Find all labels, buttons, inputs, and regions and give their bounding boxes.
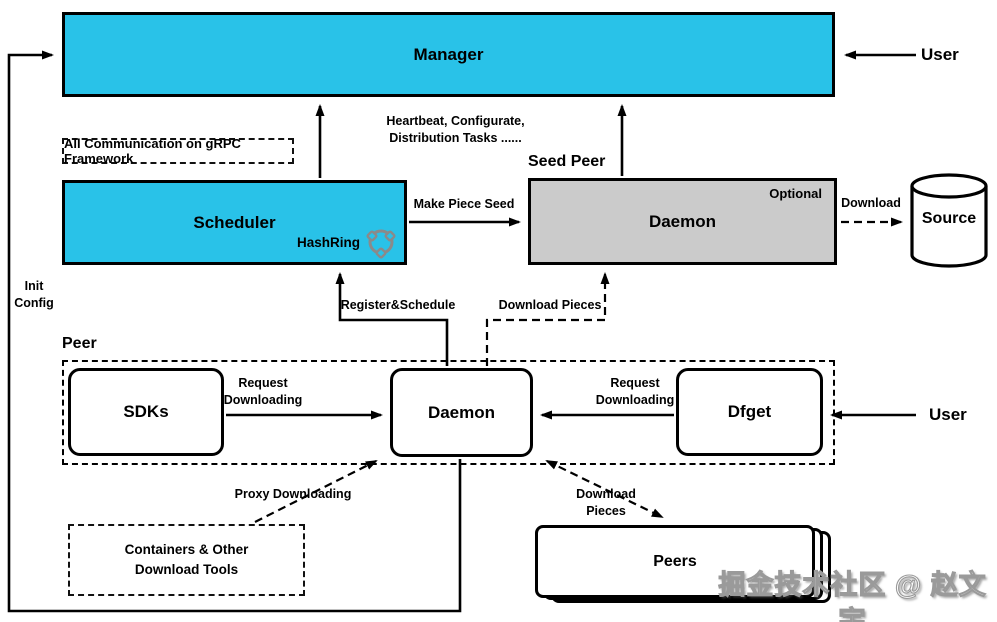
peer-daemon-node: Daemon xyxy=(390,368,533,457)
optional-label: Optional xyxy=(769,186,822,201)
user-bottom-label: User xyxy=(929,405,967,424)
request-downloading-left-edge-label: Request Downloading xyxy=(223,376,303,407)
user-top-label: User xyxy=(921,45,959,64)
sdks-label: SDKs xyxy=(123,402,169,421)
watermark: 掘金技术社区 @ 赵文宇 xyxy=(718,569,987,622)
arrow-register-schedule xyxy=(335,272,449,366)
seed-peer-daemon-node: Optional Daemon xyxy=(528,178,837,265)
grpc-note-box: All Communication on gRPC Framework xyxy=(62,136,294,166)
init-config-edge-label: Init Config xyxy=(14,279,54,310)
proxy-downloading-edge-label: Proxy Downloading xyxy=(234,487,352,501)
containers-label: Containers & Other Download Tools xyxy=(124,542,249,577)
peer-daemon-label: Daemon xyxy=(427,402,496,422)
manager-label: Manager xyxy=(413,44,484,64)
seed-daemon-label: Daemon xyxy=(648,211,717,231)
peers-label: Peers xyxy=(653,552,697,570)
register-schedule-edge-label: Register&Schedule xyxy=(340,298,456,312)
hashring-icon xyxy=(366,229,396,259)
scheduler-node: Scheduler HashRing xyxy=(62,180,407,265)
dfget-node: Dfget xyxy=(676,368,823,456)
source-label: Source xyxy=(921,210,977,227)
hashring-label: HashRing xyxy=(296,234,360,250)
arrow-init-config-loop xyxy=(7,50,462,613)
make-piece-seed-edge-label: Make Piece Seed xyxy=(413,197,515,211)
peers-node: Peers xyxy=(535,525,815,598)
download-pieces-peers-edge-label: Download Pieces xyxy=(576,487,636,518)
download-edge-label: Download xyxy=(841,196,901,210)
seed-peer-group-label: Seed Peer xyxy=(528,153,606,170)
peer-group-label: Peer xyxy=(62,335,97,352)
download-pieces-seed-edge-label: Download Pieces xyxy=(498,298,602,312)
hashring-badge: HashRing xyxy=(297,225,397,259)
grpc-note-label: All Communication on gRPC Framework xyxy=(64,136,241,166)
request-downloading-right-edge-label: Request Downloading xyxy=(595,376,675,407)
arrow-download-pieces-to-seed-daemon xyxy=(485,272,610,366)
sdks-node: SDKs xyxy=(68,368,224,456)
heartbeat-edge-label: Heartbeat, Configurate, Distribution Tas… xyxy=(386,114,525,145)
database-cylinder-icon xyxy=(910,173,988,268)
containers-node: Containers & Other Download Tools xyxy=(68,524,305,596)
arrow-download-pieces-peers xyxy=(545,460,664,518)
scheduler-label: Scheduler xyxy=(193,212,276,232)
manager-node: Manager xyxy=(62,12,835,97)
dfget-label: Dfget xyxy=(727,402,772,421)
source-node: Source xyxy=(908,172,990,269)
arrow-proxy-downloading xyxy=(254,460,378,523)
